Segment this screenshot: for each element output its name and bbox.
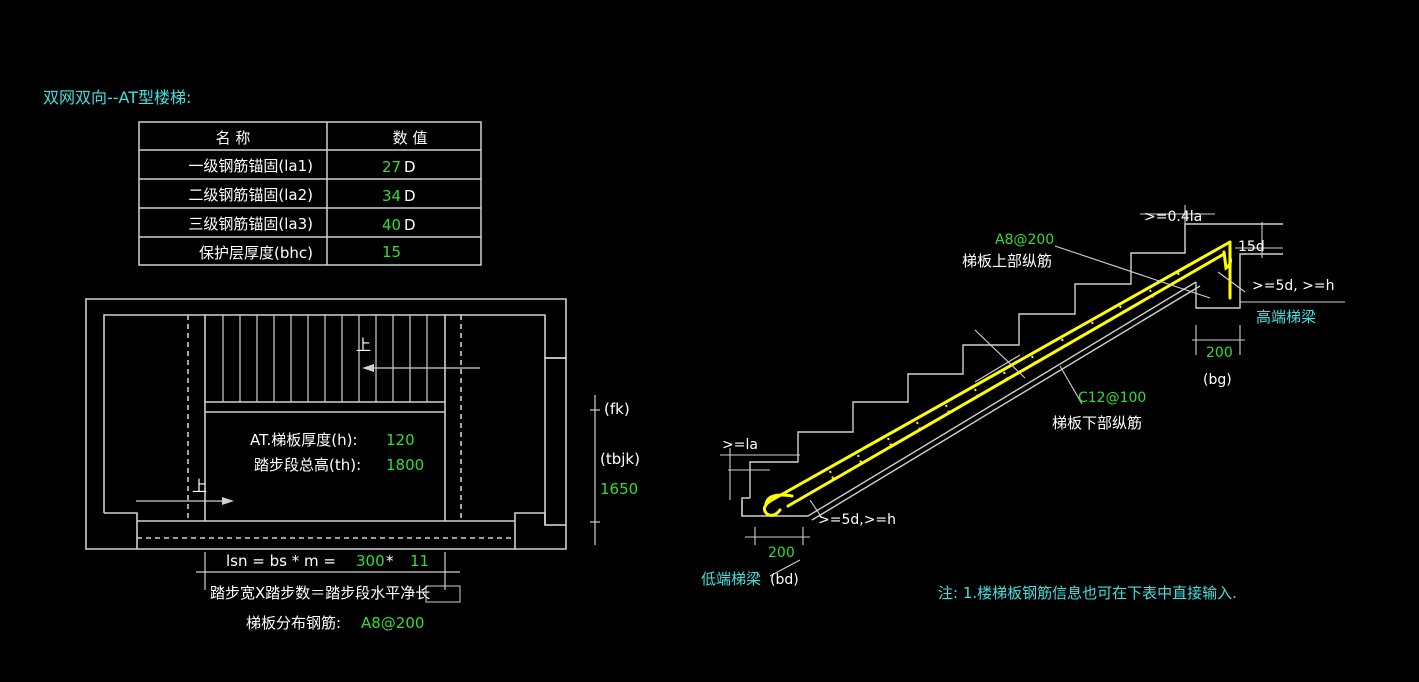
note-text: 注: 1.楼梯板钢筋信息也可在下表中直接输入. <box>938 584 1237 602</box>
input-cursor-box <box>425 585 461 603</box>
distrib-label: 梯板分布钢筋: <box>246 614 341 632</box>
dim-041la: >=0.4la <box>1144 209 1202 225</box>
table-header-value: 数 值 <box>393 129 428 147</box>
slab-rebar <box>762 240 1232 517</box>
table-row-label: 一级钢筋锚固(la1) <box>188 157 313 175</box>
lsn-times: * <box>386 552 394 570</box>
section-leader-lines <box>720 205 1345 577</box>
parameter-table <box>138 121 482 266</box>
step-count-value[interactable]: 11 <box>410 552 429 570</box>
thickness-label: AT.梯板厚度(h): <box>250 431 358 449</box>
up-label: 上 <box>192 477 207 495</box>
table-row-value[interactable]: 34 <box>382 187 401 205</box>
step-width-value[interactable]: 300 <box>356 552 385 570</box>
table-row-unit: D <box>404 216 416 234</box>
table-header-name: 名 称 <box>216 129 251 147</box>
length-dimension-line <box>196 552 460 590</box>
table-row-unit: D <box>404 187 416 205</box>
height-label: 踏步段总高(th): <box>254 456 361 474</box>
low-beam-label: 低端梯梁 <box>701 570 761 588</box>
dim-5d-h-low: >=5d,>=h <box>818 512 896 528</box>
high-beam-code: (bg) <box>1203 372 1232 388</box>
high-beam-label: 高端梯梁 <box>1256 308 1316 326</box>
up-arrow-upper <box>362 364 480 372</box>
width-dimension-line <box>590 395 600 545</box>
drawing-title: 双网双向--AT型楼梯: <box>43 88 191 107</box>
dim-5d-h-high: >=5d, >=h <box>1252 278 1335 294</box>
up-label: 上 <box>356 336 371 354</box>
dim-15d: 15d <box>1238 239 1265 255</box>
tbjk-label: (tbjk) <box>600 450 640 468</box>
up-arrow-lower <box>136 497 234 505</box>
table-row-label: 三级钢筋锚固(la3) <box>188 215 313 233</box>
top-bar-label: 梯板上部纵筋 <box>962 252 1052 270</box>
stair-plan-view <box>85 298 567 550</box>
table-row-value[interactable]: 15 <box>382 243 401 261</box>
stair-section-view <box>741 223 1283 521</box>
low-beam-width[interactable]: 200 <box>768 545 795 561</box>
lsn-formula: lsn = bs * m = <box>226 552 336 570</box>
bottom-bar-label: 梯板下部纵筋 <box>1052 414 1142 432</box>
table-row-unit: D <box>404 158 416 176</box>
table-row-value[interactable]: 27 <box>382 158 401 176</box>
top-bar-spec[interactable]: A8@200 <box>995 232 1054 248</box>
high-beam-width[interactable]: 200 <box>1206 345 1233 361</box>
bottom-bar-spec[interactable]: C12@100 <box>1078 390 1146 406</box>
distribution-bar-ticks <box>829 272 1183 482</box>
distrib-value[interactable]: A8@200 <box>361 614 424 632</box>
table-row-label: 二级钢筋锚固(la2) <box>188 186 313 204</box>
tread-lines <box>222 315 428 402</box>
thickness-value[interactable]: 120 <box>386 431 415 449</box>
fk-label: (fk) <box>604 400 630 418</box>
table-row-label: 保护层厚度(bhc) <box>199 244 313 262</box>
height-value[interactable]: 1800 <box>386 456 424 474</box>
lsn-caption: 踏步宽X踏步数＝踏步段水平净长 <box>210 584 430 602</box>
dim-la: >=la <box>722 437 758 453</box>
table-row-value[interactable]: 40 <box>382 216 401 234</box>
width-value[interactable]: 1650 <box>600 480 638 498</box>
low-beam-code: (bd) <box>770 572 799 588</box>
